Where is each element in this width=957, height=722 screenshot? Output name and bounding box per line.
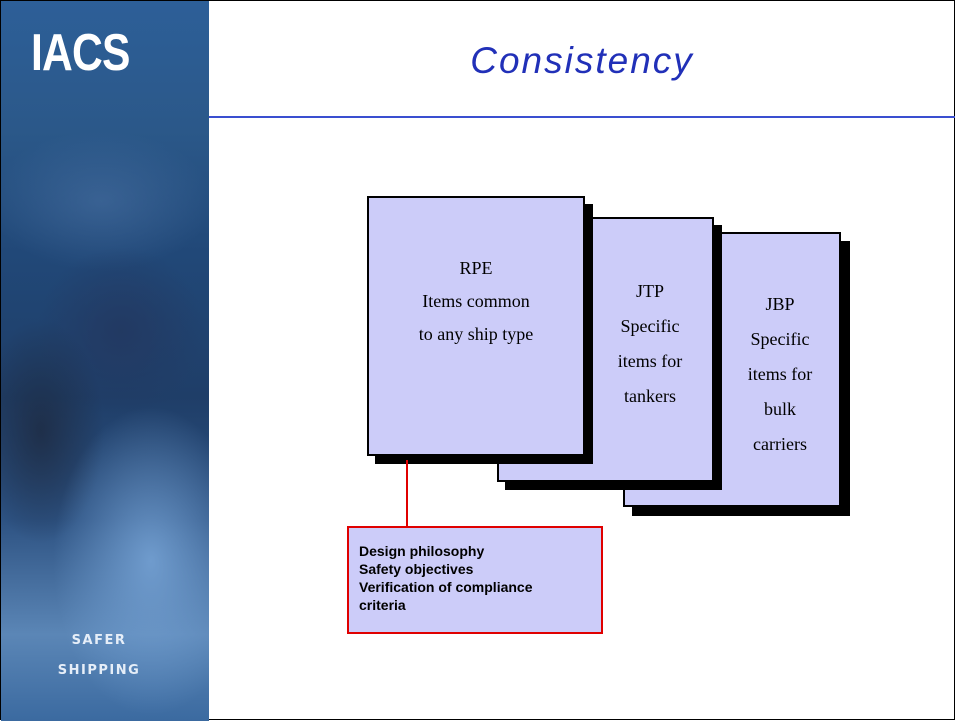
jbp-card-text: Specific: [750, 329, 810, 349]
tagline-line-2: SHIPPING: [57, 663, 141, 678]
sidebar-banner: IACS SAFER SHIPPING: [1, 1, 209, 721]
jtp-card-heading: JTP: [635, 281, 664, 301]
jbp-card-text: carriers: [753, 434, 807, 454]
note-line: criteria: [359, 597, 406, 613]
rpe-card-text: to any ship type: [418, 324, 534, 344]
jtp-card-text: items for: [617, 351, 683, 371]
jtp-card-text: tankers: [624, 386, 676, 406]
rpe-note-box: Design philosophy Safety objectives Veri…: [347, 526, 603, 634]
note-line: Safety objectives: [359, 561, 474, 577]
note-line: Verification of compliance: [359, 579, 533, 595]
jbp-card-text: items for: [747, 364, 813, 384]
rpe-card-heading: RPE: [459, 258, 493, 278]
jbp-card-text: bulk: [763, 399, 796, 419]
iacs-logo: IACS: [31, 24, 130, 82]
rpe-card-text: Items common: [422, 291, 530, 311]
tagline-line-1: SAFER: [71, 633, 127, 648]
jbp-card-heading: JBP: [765, 294, 795, 314]
title-divider: [209, 116, 955, 118]
connector-line: [406, 460, 408, 527]
slide-title: Consistency: [470, 40, 694, 81]
note-line: Design philosophy: [359, 543, 485, 559]
rpe-card: RPE Items common to any ship type: [367, 196, 585, 456]
jtp-card-text: Specific: [620, 316, 680, 336]
